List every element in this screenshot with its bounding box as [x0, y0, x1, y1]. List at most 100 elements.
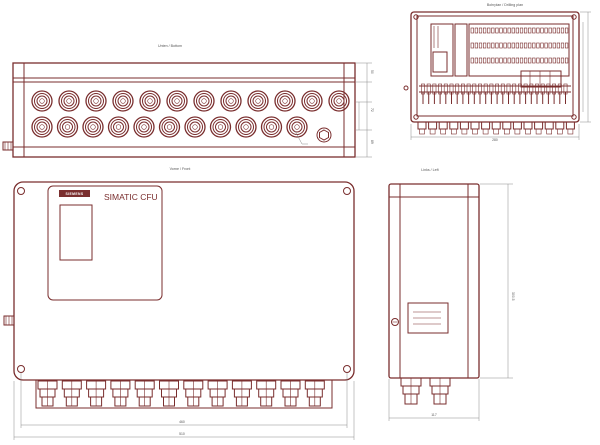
connector-pin [535, 83, 539, 95]
gland-profile-icon [470, 121, 480, 135]
cable-gland-icon [158, 116, 181, 138]
gland-profile-icon [37, 380, 58, 407]
gland-profile-icon [544, 121, 554, 135]
terminal-slot [507, 42, 511, 49]
terminal-slot [482, 27, 487, 34]
cable-gland-icon [328, 90, 350, 112]
front-panel-window [47, 185, 163, 301]
cable-gland-icon [107, 116, 130, 138]
cable-gland-icon [193, 90, 215, 112]
terminal-slot [482, 57, 487, 64]
cable-gland-row-upper [31, 90, 350, 112]
front-view: Vorne / Front SIEMENS SIMATIC CFU 460 51… [3, 167, 355, 440]
gland-profile-icon [438, 121, 448, 135]
dim-front-outer: 510 [179, 432, 185, 436]
dim-bottom-a: 50 [370, 70, 374, 74]
cable-gland-icon [58, 90, 80, 112]
terminal-slot [548, 27, 552, 34]
dim-left-height: 300.5 [511, 292, 515, 301]
terminal-slot [556, 42, 560, 49]
cable-gland-icon [166, 90, 188, 112]
gland-profile-icon [86, 380, 107, 407]
cover-screw-icon [343, 365, 351, 373]
terminal-slot [478, 27, 483, 34]
terminal-slot [544, 57, 548, 64]
terminal-slot [487, 27, 491, 34]
terminal-slot [532, 57, 536, 64]
terminal-slot [515, 27, 519, 34]
gland-profile-icon [207, 380, 228, 407]
terminal-slot [515, 57, 519, 64]
cable-gland-icon [85, 90, 107, 112]
terminal-slot [511, 42, 515, 49]
terminal-slot [474, 42, 479, 49]
cover-screw-icon [343, 187, 351, 195]
cable-gland-icon [286, 116, 308, 138]
cable-gland-icon [133, 116, 155, 138]
gland-profile-icon [534, 121, 544, 135]
dim-left-depth: 117 [431, 413, 437, 417]
connector-pin [443, 83, 448, 95]
terminal-slot [552, 42, 556, 49]
terminal-slot [470, 42, 474, 49]
gland-profile-icon [61, 380, 82, 407]
terminal-slot [511, 27, 515, 34]
terminal-slot [536, 42, 540, 49]
relay-block [520, 70, 562, 88]
terminal-slot [560, 27, 565, 34]
connector-pin [426, 83, 431, 95]
connector-pin [495, 83, 500, 95]
gland-profile-icon [231, 380, 252, 407]
left-view-glands [400, 377, 451, 405]
connector-pin [529, 83, 534, 95]
gland-profile-icon [428, 121, 438, 135]
gland-profile-icon [429, 377, 451, 405]
cable-gland-icon [31, 116, 53, 138]
terminal-strip [470, 27, 569, 64]
terminal-slot [523, 57, 528, 64]
cover-screw-icon [17, 187, 25, 195]
terminal-slot [491, 27, 495, 34]
connector-pin [432, 83, 437, 95]
terminal-slot [470, 57, 474, 64]
connector-row [421, 83, 568, 104]
gland-profile-icon [523, 121, 533, 135]
terminal-slot [478, 57, 483, 64]
terminal-slot [552, 27, 556, 34]
connector-pin [557, 83, 562, 95]
dim-bottom-c: 89 [370, 140, 374, 144]
connector-pin [466, 83, 471, 95]
connector-pin [472, 83, 477, 95]
terminal-slot [564, 27, 569, 34]
cable-gland-icon [56, 116, 79, 138]
side-screw-icon [391, 318, 399, 326]
front-view-caption: Vorne / Front [170, 167, 191, 171]
gland-profile-icon [110, 380, 131, 407]
mounting-hole-icon [413, 14, 419, 20]
gland-profile-icon [304, 380, 325, 407]
terminal-slot [474, 57, 479, 64]
terminal-slot [495, 27, 499, 34]
terminal-slot [491, 57, 495, 64]
terminal-slot [552, 57, 556, 64]
drilling-plan-view: Bohrplan / Drilling plan 280 [403, 3, 591, 142]
terminal-slot [507, 57, 511, 64]
terminal-slot [511, 57, 515, 64]
bottom-view-caption: Unten / Bottom [158, 44, 182, 48]
side-nameplate [407, 302, 449, 334]
terminal-slot [470, 27, 474, 34]
terminal-slot [540, 27, 544, 34]
terminal-slot [495, 57, 499, 64]
terminal-slot [499, 27, 503, 34]
connector-pin [449, 83, 454, 95]
terminal-slot [523, 42, 528, 49]
terminal-slot [491, 42, 495, 49]
cable-gland-icon [139, 90, 161, 112]
terminal-slot [536, 57, 540, 64]
dim-drilling-width: 280 [492, 138, 498, 142]
drilling-plan-caption: Bohrplan / Drilling plan [487, 3, 523, 7]
connector-pin [421, 83, 425, 95]
cable-gland-icon [247, 90, 269, 112]
terminal-slot [503, 27, 507, 34]
bottom-view-left-latch [2, 141, 14, 151]
